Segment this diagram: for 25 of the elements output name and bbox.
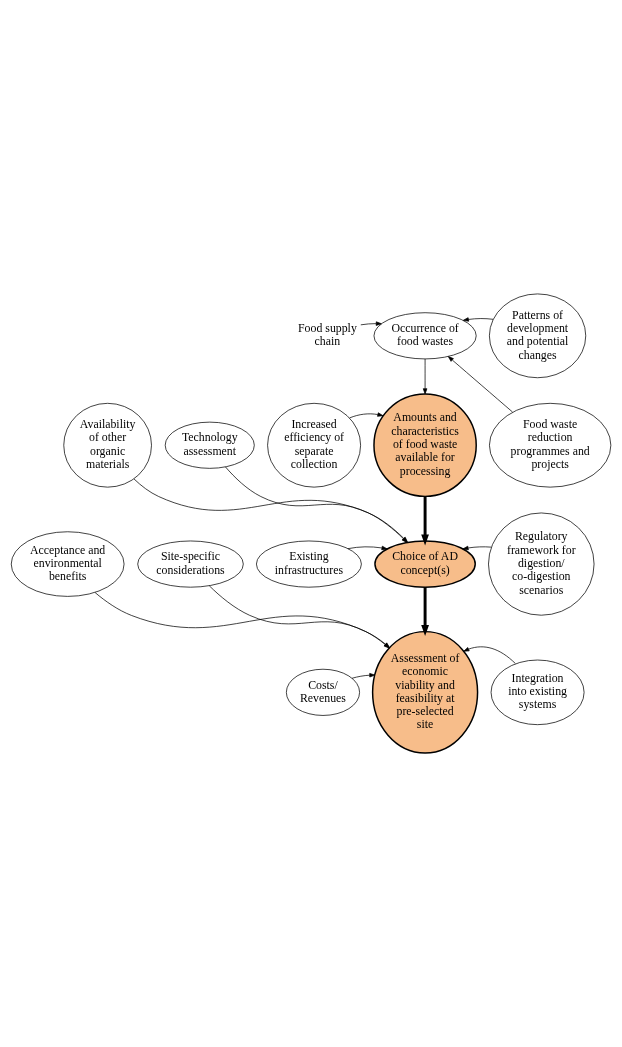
arrow: [351, 673, 376, 679]
arrow: [347, 545, 388, 551]
arrow: [421, 587, 429, 637]
arrow: [422, 358, 428, 395]
arrow: [360, 321, 382, 326]
node-circle: Amounts and characteristics of food waste available for processing: [373, 393, 477, 498]
node-ellipse: Technology assessment: [164, 421, 255, 469]
node-ellipse: Food waste reduction programmes and projects: [489, 402, 612, 488]
arrow: [447, 356, 513, 413]
node-circle: Increased efficiency of separate collection: [267, 402, 361, 488]
node-circle: Regulatory framework for digestion/ co-digestion scenarios: [488, 512, 595, 616]
node-text: Food supply chain: [298, 320, 357, 349]
arrow: [349, 412, 384, 419]
node-ellipse: Patterns of development and potential changes: [489, 293, 587, 379]
node-ellipse: Integration into existing systems: [490, 659, 585, 726]
arrow: [462, 545, 492, 551]
node-ellipse: Existing infrastructures: [256, 540, 362, 588]
arrow: [462, 317, 494, 322]
arrow: [463, 646, 516, 664]
node-ellipse: Site-specific considerations: [137, 540, 244, 588]
node-ellipse: Acceptance and environmental benefits: [10, 531, 125, 597]
node-circle: Availability of other organic materials: [63, 402, 152, 488]
node-ellipse: Costs/ Revenues: [286, 668, 360, 716]
arrow: [421, 496, 429, 546]
node-ellipse: Choice of AD concept(s): [374, 540, 476, 588]
